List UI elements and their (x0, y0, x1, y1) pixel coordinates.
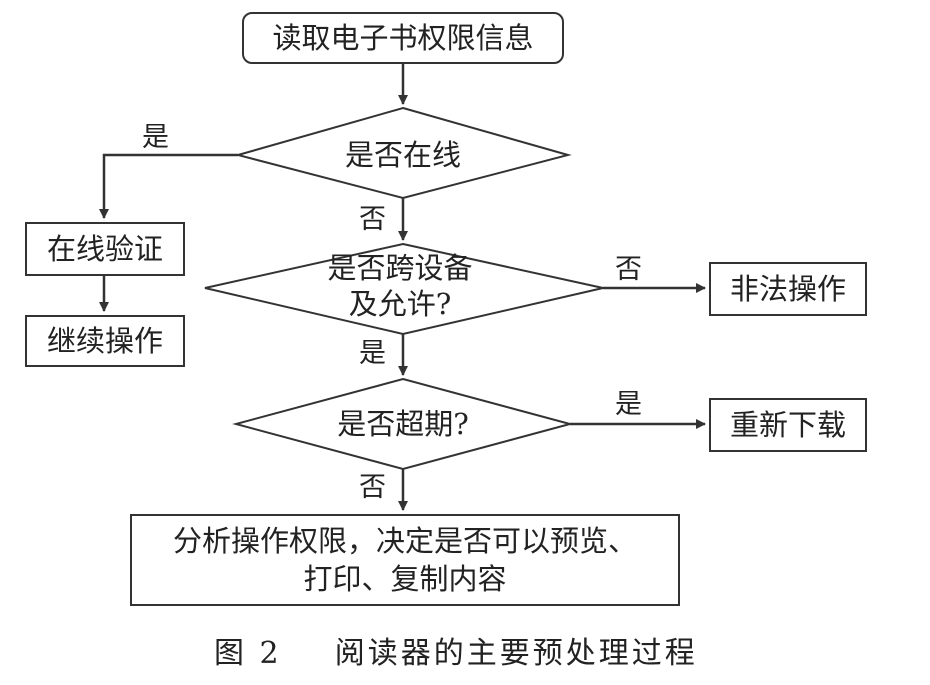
online-verify-node: 在线验证 (25, 222, 185, 276)
online-verify-label: 在线验证 (46, 232, 163, 266)
final-analysis-node: 分析操作权限，决定是否可以预览、 打印、复制内容 (130, 514, 680, 606)
decision-expired-label: 是否超期? (337, 407, 469, 441)
figure-caption-title: 阅读器的主要预处理过程 (334, 636, 698, 671)
start-node-label: 读取电子书权限信息 (272, 21, 534, 55)
edge-label-cross-yes: 是 (359, 338, 386, 369)
edge-online-yes (99, 153, 238, 219)
decision-cross-device-line1: 是否跨设备 (327, 251, 473, 285)
edge-label-cross-no: 否 (615, 254, 642, 285)
figure-caption-number: 图 2 (214, 636, 282, 671)
final-analysis-line1: 分析操作权限，决定是否可以预览、 (172, 524, 637, 558)
figure-caption: 图 2 阅读器的主要预处理过程 (214, 628, 698, 672)
continue-operation-label: 继续操作 (46, 324, 163, 358)
edge-label-online-no: 否 (359, 204, 386, 235)
illegal-operation-node: 非法操作 (709, 262, 867, 316)
decision-online-label: 是否在线 (344, 138, 461, 172)
continue-operation-node: 继续操作 (25, 315, 185, 367)
decision-online-shape (234, 106, 572, 200)
edge-label-expired-no: 否 (359, 472, 386, 503)
redownload-node: 重新下载 (709, 398, 867, 452)
final-analysis-line2: 打印、复制内容 (303, 562, 507, 596)
decision-cross-device-shape (204, 242, 604, 336)
decision-cross-device-line2: 及允许? (348, 287, 452, 321)
decision-cross-device-label: 是否跨设备 及允许? (300, 250, 500, 322)
decision-expired-shape (232, 377, 574, 471)
start-node: 读取电子书权限信息 (242, 12, 564, 64)
edge-label-expired-yes: 是 (615, 389, 642, 420)
redownload-label: 重新下载 (729, 408, 846, 442)
illegal-operation-label: 非法操作 (729, 272, 846, 306)
edge-label-online-yes: 是 (142, 122, 169, 153)
